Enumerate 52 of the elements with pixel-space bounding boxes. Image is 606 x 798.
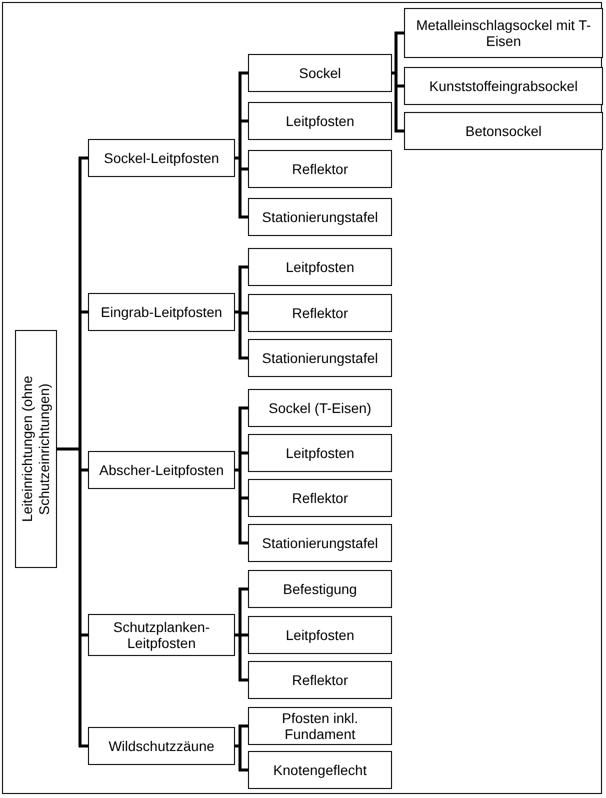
category-label: Stationierungstafel — [262, 534, 378, 552]
category-box — [88, 293, 235, 331]
category-label: Befestigung — [283, 580, 357, 598]
category-box — [248, 339, 392, 377]
category-box — [88, 139, 235, 177]
category-box — [248, 102, 392, 140]
category-box — [248, 661, 392, 699]
category-box — [248, 707, 392, 745]
category-label: Leitpfosten — [286, 626, 354, 644]
category-box — [248, 751, 392, 789]
category-label: Sockel-Leitpfosten — [104, 150, 220, 166]
connector-line — [235, 744, 248, 772]
category-label: Reflektor — [292, 672, 348, 688]
category-label: Betonsockel — [465, 122, 542, 140]
category-label: Metalleinschlagsockel mit T-Eisen — [415, 16, 592, 50]
category-label: Reflektor — [292, 304, 348, 322]
category-box — [248, 524, 392, 562]
category-box — [248, 198, 392, 236]
category-label: Stationierungstafel — [262, 350, 378, 366]
category-label: Leitpfosten — [286, 112, 354, 130]
category-label: Pfosten inkl. Fundament — [280, 710, 360, 742]
category-box — [404, 67, 603, 105]
category-label: Sockel — [298, 64, 342, 82]
category-box — [248, 54, 392, 92]
category-label: Abscher-Leitpfosten — [99, 462, 224, 478]
category-box — [248, 248, 392, 286]
category-box — [248, 389, 392, 427]
category-box — [248, 150, 392, 188]
category-label: Reflektor — [292, 160, 348, 178]
category-label: Leitpfosten — [286, 258, 354, 276]
category-box — [404, 8, 603, 58]
category-box — [248, 570, 392, 608]
category-label: Leitpfosten — [286, 444, 354, 462]
category-box — [88, 451, 235, 489]
category-box — [404, 112, 603, 150]
category-label: Sockel (T-Eisen) — [268, 400, 372, 416]
connector-line — [392, 32, 404, 74]
category-box — [15, 330, 57, 568]
category-label: Stationierungstafel — [262, 208, 378, 226]
category-label: Leiteinrichtungen (ohne Schutzeinrichtungen) — [19, 374, 53, 524]
category-box — [248, 434, 392, 472]
category-label: Kunststoffeingrabsockel — [429, 78, 578, 94]
category-box — [248, 294, 392, 332]
category-box — [88, 614, 235, 656]
category-label: Eingrab-Leitpfosten — [100, 304, 222, 320]
category-label: Reflektor — [292, 490, 348, 506]
category-label: Wildschutzzäune — [108, 738, 214, 754]
category-label: Schutzplanken-Leitpfosten — [112, 618, 211, 652]
category-box — [88, 727, 235, 765]
category-box — [248, 616, 392, 654]
category-box — [248, 479, 392, 517]
category-label: Knotengeflecht — [273, 762, 367, 778]
